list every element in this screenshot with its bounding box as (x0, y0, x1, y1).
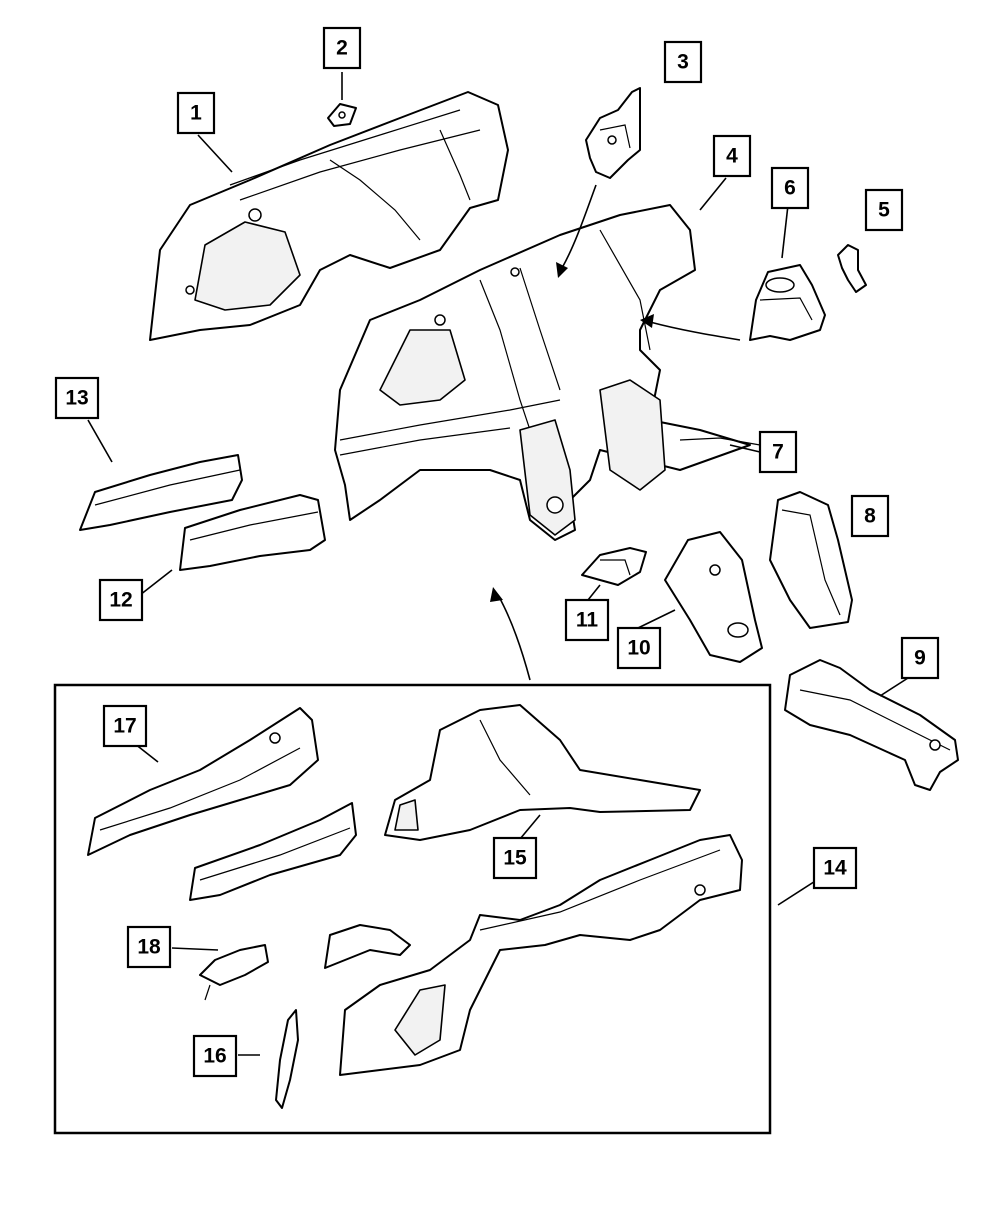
svg-text:17: 17 (113, 715, 136, 738)
callout-5: 5 (864, 188, 904, 232)
part-8-support (769, 491, 853, 629)
svg-text:15: 15 (503, 847, 527, 870)
svg-text:11: 11 (576, 609, 599, 632)
part-7-panel-edge (679, 437, 761, 446)
svg-text:18: 18 (137, 936, 161, 959)
part-18-bracket (199, 944, 269, 1001)
part-15-upper-panel (384, 704, 701, 841)
part-17-upper-rail (87, 707, 319, 856)
inset-lower-rail (189, 802, 357, 901)
svg-text:4: 4 (726, 145, 738, 168)
part-13-rail (79, 454, 243, 531)
svg-text:14: 14 (823, 857, 847, 880)
callout-15: 15 (492, 836, 538, 880)
callout-3: 3 (663, 40, 703, 84)
callout-13: 13 (54, 376, 100, 420)
callout-4: 4 (712, 134, 752, 178)
inset-frame (53, 683, 772, 1135)
svg-text:10: 10 (627, 637, 650, 660)
svg-text:16: 16 (203, 1045, 226, 1068)
part-1-wheelhouse-apron (149, 91, 509, 341)
part-6-strut-tower (749, 264, 826, 341)
svg-text:8: 8 (864, 505, 876, 528)
callout-11: 11 (564, 598, 610, 642)
callout-16: 16 (192, 1034, 238, 1078)
svg-text:6: 6 (784, 177, 796, 200)
callout-2: 2 (322, 26, 362, 70)
callout-18: 18 (126, 925, 172, 969)
svg-text:12: 12 (109, 589, 132, 612)
callout-14: 14 (812, 846, 858, 890)
part-10-rail-section (664, 531, 763, 663)
part-2-clip (327, 103, 357, 127)
inset-small-bracket (324, 924, 411, 969)
svg-text:3: 3 (677, 51, 689, 74)
callout-17: 17 (102, 704, 148, 748)
svg-text:1: 1 (190, 102, 202, 125)
part-11-bracket (581, 547, 647, 586)
svg-text:9: 9 (914, 647, 926, 670)
svg-text:2: 2 (336, 37, 348, 60)
svg-text:5: 5 (878, 199, 890, 222)
part-3-bracket (585, 87, 641, 179)
callout-9: 9 (900, 636, 940, 680)
part-9-rail-extension (784, 659, 959, 791)
part-12-rail (179, 494, 326, 571)
part-4-front-structure (334, 204, 751, 541)
part-5-small-bracket (837, 244, 867, 293)
part-16-strip (275, 1009, 299, 1109)
callout-1: 1 (176, 91, 216, 135)
callout-12: 12 (98, 578, 144, 622)
assembly-arrows (490, 184, 741, 681)
callout-6: 6 (770, 166, 810, 210)
part-14-side-assembly (339, 834, 743, 1076)
callout-7: 7 (758, 430, 798, 474)
svg-text:13: 13 (65, 387, 88, 410)
svg-text:7: 7 (772, 441, 784, 464)
callout-8: 8 (850, 494, 890, 538)
callout-10: 10 (616, 626, 662, 670)
